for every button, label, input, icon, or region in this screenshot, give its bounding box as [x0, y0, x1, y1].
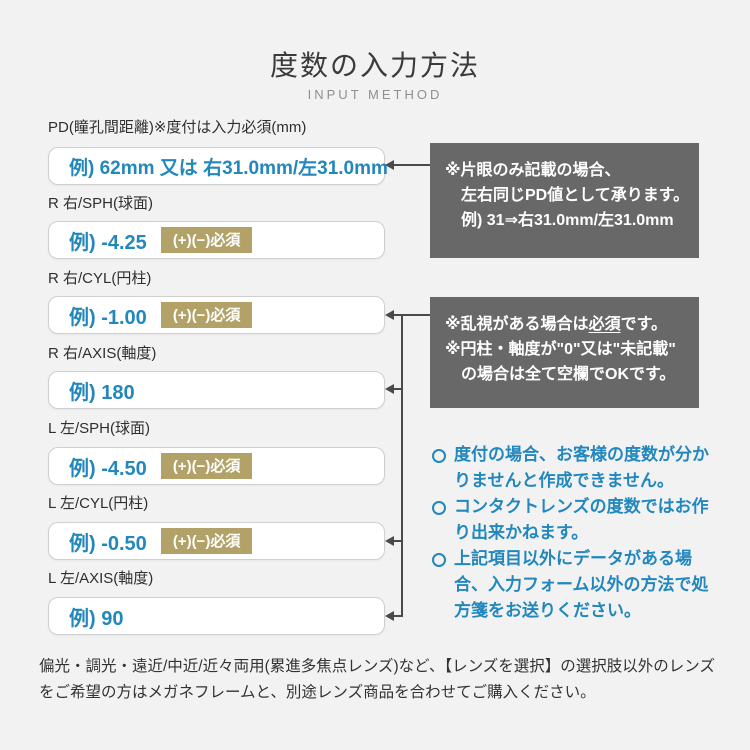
list-item: 度付の場合、お客様の度数が分かりませんと作成できません。 — [430, 442, 715, 494]
field-box-pd: 例) 62mm 又は 右31.0mm/左31.0mm — [48, 147, 388, 185]
arrow-left-icon — [385, 536, 394, 546]
note-line: ※乱視がある場合は必須です。 — [445, 316, 667, 333]
example-value: 例) 62mm 又は 右31.0mm/左31.0mm — [69, 157, 388, 179]
field-label-l-sph: L 左/SPH(球面) — [48, 420, 150, 437]
field-box-r-sph: 例) -4.25 (+)(−)必須 — [48, 221, 385, 259]
example-value: 例) -0.50 — [69, 532, 147, 555]
tip-text: 度付の場合、お客様の度数が分かりませんと作成できません。 — [454, 445, 709, 490]
plus-minus-required-badge: (+)(−)必須 — [160, 453, 253, 479]
connector-line-r-axis — [393, 388, 403, 390]
circle-bullet-icon — [432, 552, 446, 567]
circle-bullet-icon — [432, 448, 446, 463]
tip-text: 上記項目以外にデータがある場合、入力フォーム以外の方法で処方箋をお送りください。 — [454, 549, 709, 620]
plus-minus-required-badge: (+)(−)必須 — [160, 227, 253, 253]
field-box-l-cyl: 例) -0.50 (+)(−)必須 — [48, 522, 385, 560]
connector-line-l-axis — [393, 615, 403, 617]
field-box-r-cyl: 例) -1.00 (+)(−)必須 — [48, 296, 385, 334]
field-box-l-sph: 例) -4.50 (+)(−)必須 — [48, 447, 385, 485]
page-title: 度数の入力方法 — [269, 50, 480, 81]
arrow-left-icon — [385, 310, 394, 320]
circle-bullet-icon — [432, 500, 446, 515]
note-line: 左右同じPD値として承ります。 — [461, 187, 690, 204]
example-value: 例) -1.00 — [69, 306, 147, 329]
field-label-l-cyl: L 左/CYL(円柱) — [48, 495, 149, 512]
note-pd: ※片眼のみ記載の場合、 左右同じPD値として承ります。 例) 31⇒右31.0m… — [430, 143, 699, 258]
field-box-r-axis: 例) 180 — [48, 371, 385, 409]
field-label-pd: PD(瞳孔間距離)※度付は入力必須(mm) — [48, 119, 307, 136]
list-item: コンタクトレンズの度数ではお作り出来かねます。 — [430, 494, 715, 546]
plus-minus-required-badge: (+)(−)必須 — [160, 528, 253, 554]
underlined-word: 必須 — [588, 316, 621, 333]
page-subtitle: INPUT METHOD — [307, 87, 443, 102]
field-label-r-axis: R 右/AXIS(軸度) — [48, 345, 157, 362]
connector-vertical-line — [401, 314, 403, 617]
example-value: 例) 90 — [69, 607, 124, 630]
note-line: ※円柱・軸度が"0"又は"未記載" — [445, 341, 676, 358]
connector-line-l-cyl — [393, 540, 403, 542]
example-value: 例) 180 — [69, 381, 135, 404]
footer-notice: 偏光・調光・遠近/中近/近々両用(累進多焦点レンズ)など、【レンズを選択】の選択… — [39, 658, 715, 701]
plus-minus-required-badge: (+)(−)必須 — [160, 302, 253, 328]
tips-list: 度付の場合、お客様の度数が分かりませんと作成できません。 コンタクトレンズの度数… — [430, 442, 715, 624]
tip-text: コンタクトレンズの度数ではお作り出来かねます。 — [454, 497, 709, 542]
note-line: の場合は全て空欄でOKです。 — [461, 366, 676, 383]
field-box-l-axis: 例) 90 — [48, 597, 385, 635]
note-line: ※片眼のみ記載の場合、 — [445, 162, 621, 179]
arrow-left-icon — [385, 160, 394, 170]
example-value: 例) -4.25 — [69, 231, 147, 254]
field-label-r-sph: R 右/SPH(球面) — [48, 195, 154, 212]
list-item: 上記項目以外にデータがある場合、入力フォーム以外の方法で処方箋をお送りください。 — [430, 546, 715, 624]
note-cyl-axis: ※乱視がある場合は必須です。 ※円柱・軸度が"0"又は"未記載" の場合は全て空… — [430, 297, 699, 408]
note-line: 例) 31⇒右31.0mm/左31.0mm — [461, 212, 674, 229]
connector-line-r-cyl — [393, 314, 430, 316]
field-label-l-axis: L 左/AXIS(軸度) — [48, 570, 154, 587]
connector-line-pd — [393, 164, 430, 166]
arrow-left-icon — [385, 384, 394, 394]
arrow-left-icon — [385, 611, 394, 621]
field-label-r-cyl: R 右/CYL(円柱) — [48, 270, 152, 287]
example-value: 例) -4.50 — [69, 457, 147, 480]
